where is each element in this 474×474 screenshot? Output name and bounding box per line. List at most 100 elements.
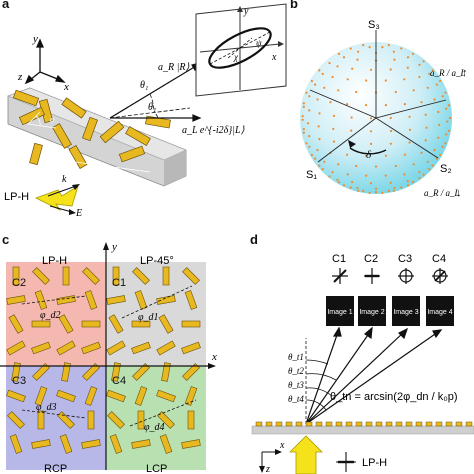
sphere-dot — [369, 68, 373, 71]
sphere-dot — [321, 168, 324, 171]
nanorod — [32, 267, 50, 285]
sphere-dot — [369, 130, 373, 133]
strip-nanorod — [395, 421, 403, 427]
sphere-dot — [318, 112, 321, 115]
nanorod — [34, 290, 48, 310]
strip-nanorod — [445, 421, 453, 427]
sphere-dot — [400, 47, 403, 50]
theta-t1: θ_t1 — [288, 352, 304, 362]
sphere-dot — [337, 89, 340, 92]
sphere-dot — [310, 153, 313, 157]
panel-letter-b: b — [290, 0, 298, 11]
sphere-dot — [387, 44, 390, 47]
sphere-dot — [369, 117, 373, 120]
nanorod — [31, 320, 51, 328]
inset-y: y — [243, 6, 249, 17]
nanorods-d — [255, 421, 473, 427]
sphere-dot — [384, 154, 387, 157]
sphere-dot — [446, 120, 449, 123]
strip-nanorod — [415, 421, 423, 427]
title-lp-45: LP-45° — [140, 255, 174, 267]
sphere-dot — [418, 171, 421, 174]
sphere-dot — [412, 89, 415, 92]
sphere-dot — [346, 78, 349, 81]
angle-phi-a: φ — [50, 115, 55, 124]
sphere-dot — [337, 181, 341, 184]
sphere-dot — [422, 173, 425, 176]
sphere-dot — [337, 52, 341, 56]
nanorods-a — [12, 89, 171, 170]
nanorod — [58, 314, 74, 334]
nanorod — [56, 389, 76, 403]
phi-d4: φ_d4 — [144, 422, 165, 433]
sphere-dot — [308, 95, 311, 98]
sphere-dot — [305, 91, 308, 94]
sphere-dot — [332, 114, 336, 117]
delta-label: δ — [366, 149, 372, 161]
inset-x: x — [271, 52, 277, 63]
sphere-dot — [336, 65, 339, 68]
sphere-dot — [431, 69, 434, 72]
sphere-dot — [346, 103, 349, 106]
inset-psi: ψ — [256, 38, 262, 48]
axis-z-a: z — [17, 71, 23, 83]
sphere-dot — [426, 160, 429, 163]
sphere-dot — [349, 186, 352, 189]
sphere-dot — [301, 115, 304, 118]
sphere-dot — [368, 46, 371, 49]
nanorod — [112, 266, 120, 286]
sphere-dot — [323, 160, 326, 163]
sphere-dot — [316, 149, 319, 152]
nanorod — [156, 295, 176, 305]
sphere-dot — [431, 164, 434, 167]
sphere-dot — [346, 153, 349, 156]
sphere-dot — [346, 173, 349, 176]
sphere-dot — [318, 164, 321, 167]
nanorod — [134, 386, 148, 406]
sphere-dot — [314, 157, 317, 160]
sphere-dot — [316, 98, 319, 101]
nanorod — [31, 341, 51, 355]
sphere-dot — [381, 46, 384, 49]
sphere-dot — [302, 131, 305, 134]
input-arrow-d — [289, 435, 323, 474]
angle-phi-b: φ — [30, 133, 35, 142]
sphere-dot — [426, 86, 429, 89]
sphere-dot — [332, 127, 335, 130]
nanorod — [56, 340, 76, 356]
nanorod — [61, 362, 71, 382]
sphere-dot — [447, 129, 450, 132]
sphere-dot — [448, 116, 452, 120]
sphere-dot — [393, 186, 396, 189]
nanorod — [131, 341, 151, 355]
sphere-dot — [437, 136, 440, 139]
nanorod — [81, 320, 101, 328]
d-cell-c2: C2 — [364, 253, 378, 265]
nanorod — [134, 290, 148, 310]
phi-d3: φ_d3 — [36, 402, 57, 413]
nanorod — [12, 266, 20, 286]
sphere-dot — [331, 75, 334, 79]
sphere-dot — [351, 181, 354, 184]
nanorod — [161, 362, 171, 382]
sphere-dot — [369, 142, 373, 145]
sphere-dot — [374, 165, 378, 168]
nanorod — [6, 389, 26, 403]
strip-nanorod — [275, 421, 283, 427]
inset-chi: χ — [233, 52, 239, 62]
sphere-dot — [418, 177, 421, 180]
sphere-dot — [445, 133, 448, 136]
nanorod — [107, 411, 125, 429]
polarizer-icons — [332, 268, 448, 284]
panel-letter-a: a — [2, 0, 10, 11]
nanorod — [84, 386, 98, 406]
sphere-dot — [356, 58, 359, 61]
sphere-dot — [302, 105, 305, 108]
sphere-dot — [384, 79, 387, 82]
sphere-dot — [445, 107, 448, 110]
sphere-dot — [329, 101, 332, 104]
sphere-dot — [365, 174, 368, 177]
nanorod — [184, 386, 198, 406]
